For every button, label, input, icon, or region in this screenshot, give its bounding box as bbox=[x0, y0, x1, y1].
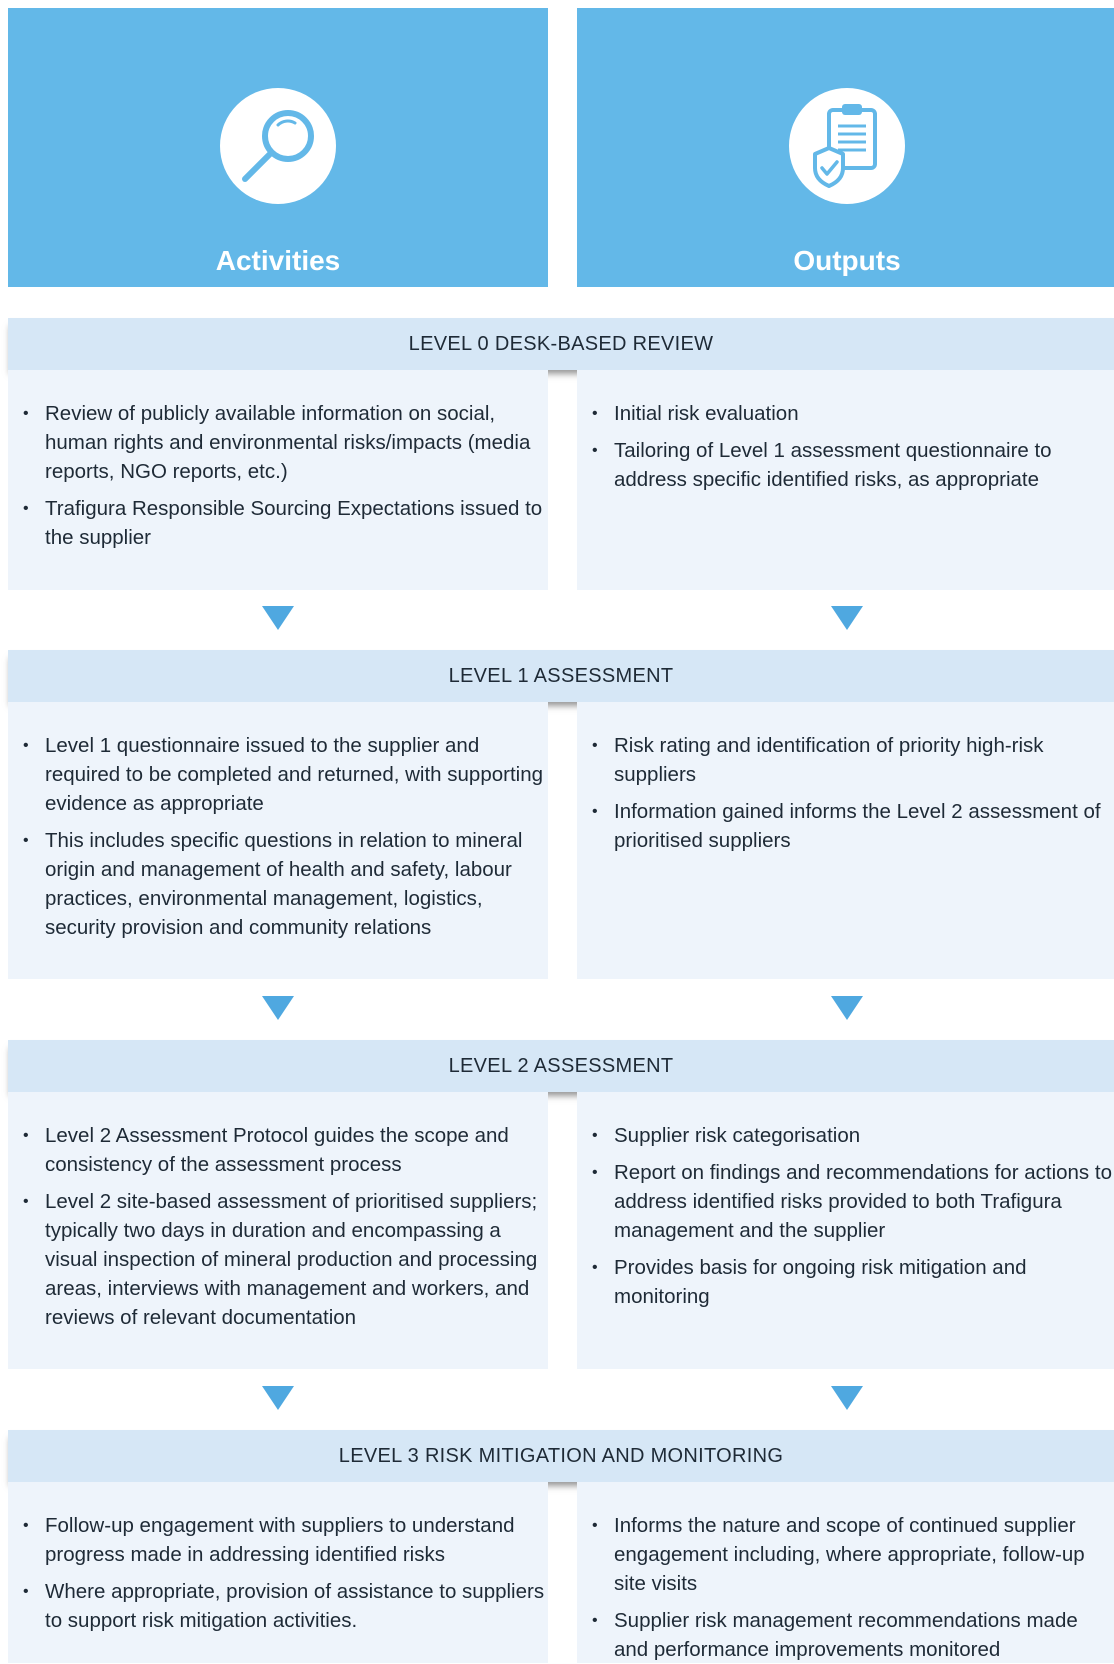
level-0-outputs: Initial risk evaluation Tailoring of Lev… bbox=[577, 370, 1114, 590]
activities-header: Activities bbox=[8, 8, 548, 287]
down-arrow-icon bbox=[262, 606, 294, 630]
level-2-title: LEVEL 2 ASSESSMENT bbox=[448, 1055, 674, 1077]
list-item: Supplier risk categorisation bbox=[577, 1121, 1114, 1150]
list-item: Level 1 questionnaire issued to the supp… bbox=[8, 731, 548, 818]
list-item: Information gained informs the Level 2 a… bbox=[577, 797, 1114, 855]
list-item: Supplier risk management recommendations… bbox=[577, 1606, 1114, 1664]
down-arrow-icon bbox=[262, 996, 294, 1020]
list-item: Initial risk evaluation bbox=[577, 399, 1114, 428]
list-item: Informs the nature and scope of continue… bbox=[577, 1511, 1114, 1598]
magnifying-glass-icon bbox=[220, 88, 336, 204]
level-3-outputs: Informs the nature and scope of continue… bbox=[577, 1482, 1114, 1663]
list-item: Level 2 Assessment Protocol guides the s… bbox=[8, 1121, 548, 1179]
level-1-outputs: Risk rating and identification of priori… bbox=[577, 702, 1114, 979]
outputs-title: Outputs bbox=[793, 245, 901, 276]
level-2-outputs: Supplier risk categorisation Report on f… bbox=[577, 1092, 1114, 1369]
level-3-band: LEVEL 3 RISK MITIGATION AND MONITORING bbox=[8, 1430, 1114, 1482]
list-item: Review of publicly available information… bbox=[8, 399, 548, 486]
level-0-band: LEVEL 0 DESK-BASED REVIEW bbox=[8, 318, 1114, 370]
list-item: Risk rating and identification of priori… bbox=[577, 731, 1114, 789]
list-item: Tailoring of Level 1 assessment question… bbox=[577, 436, 1114, 494]
level-1-activities: Level 1 questionnaire issued to the supp… bbox=[8, 702, 548, 979]
down-arrow-icon bbox=[262, 1386, 294, 1410]
list-item: Trafigura Responsible Sourcing Expectati… bbox=[8, 494, 548, 552]
down-arrow-icon bbox=[831, 606, 863, 630]
outputs-header: Outputs bbox=[577, 8, 1114, 287]
level-1-band: LEVEL 1 ASSESSMENT bbox=[8, 650, 1114, 702]
level-3-activities: Follow-up engagement with suppliers to u… bbox=[8, 1482, 548, 1663]
level-0-activities: Review of publicly available information… bbox=[8, 370, 548, 590]
list-item: Where appropriate, provision of assistan… bbox=[8, 1577, 548, 1635]
level-2-band: LEVEL 2 ASSESSMENT bbox=[8, 1040, 1114, 1092]
list-item: Report on findings and recommendations f… bbox=[577, 1158, 1114, 1245]
down-arrow-icon bbox=[831, 1386, 863, 1410]
down-arrow-icon bbox=[831, 996, 863, 1020]
list-item: Follow-up engagement with suppliers to u… bbox=[8, 1511, 548, 1569]
level-0-title: LEVEL 0 DESK-BASED REVIEW bbox=[408, 333, 714, 355]
list-item: Provides basis for ongoing risk mitigati… bbox=[577, 1253, 1114, 1311]
level-1-title: LEVEL 1 ASSESSMENT bbox=[448, 665, 674, 687]
list-item: Level 2 site-based assessment of priorit… bbox=[8, 1187, 548, 1332]
list-item: This includes specific questions in rela… bbox=[8, 826, 548, 942]
level-2-activities: Level 2 Assessment Protocol guides the s… bbox=[8, 1092, 548, 1369]
clipboard-shield-icon bbox=[789, 88, 905, 204]
level-3-title: LEVEL 3 RISK MITIGATION AND MONITORING bbox=[338, 1445, 784, 1467]
activities-title: Activities bbox=[215, 245, 341, 276]
